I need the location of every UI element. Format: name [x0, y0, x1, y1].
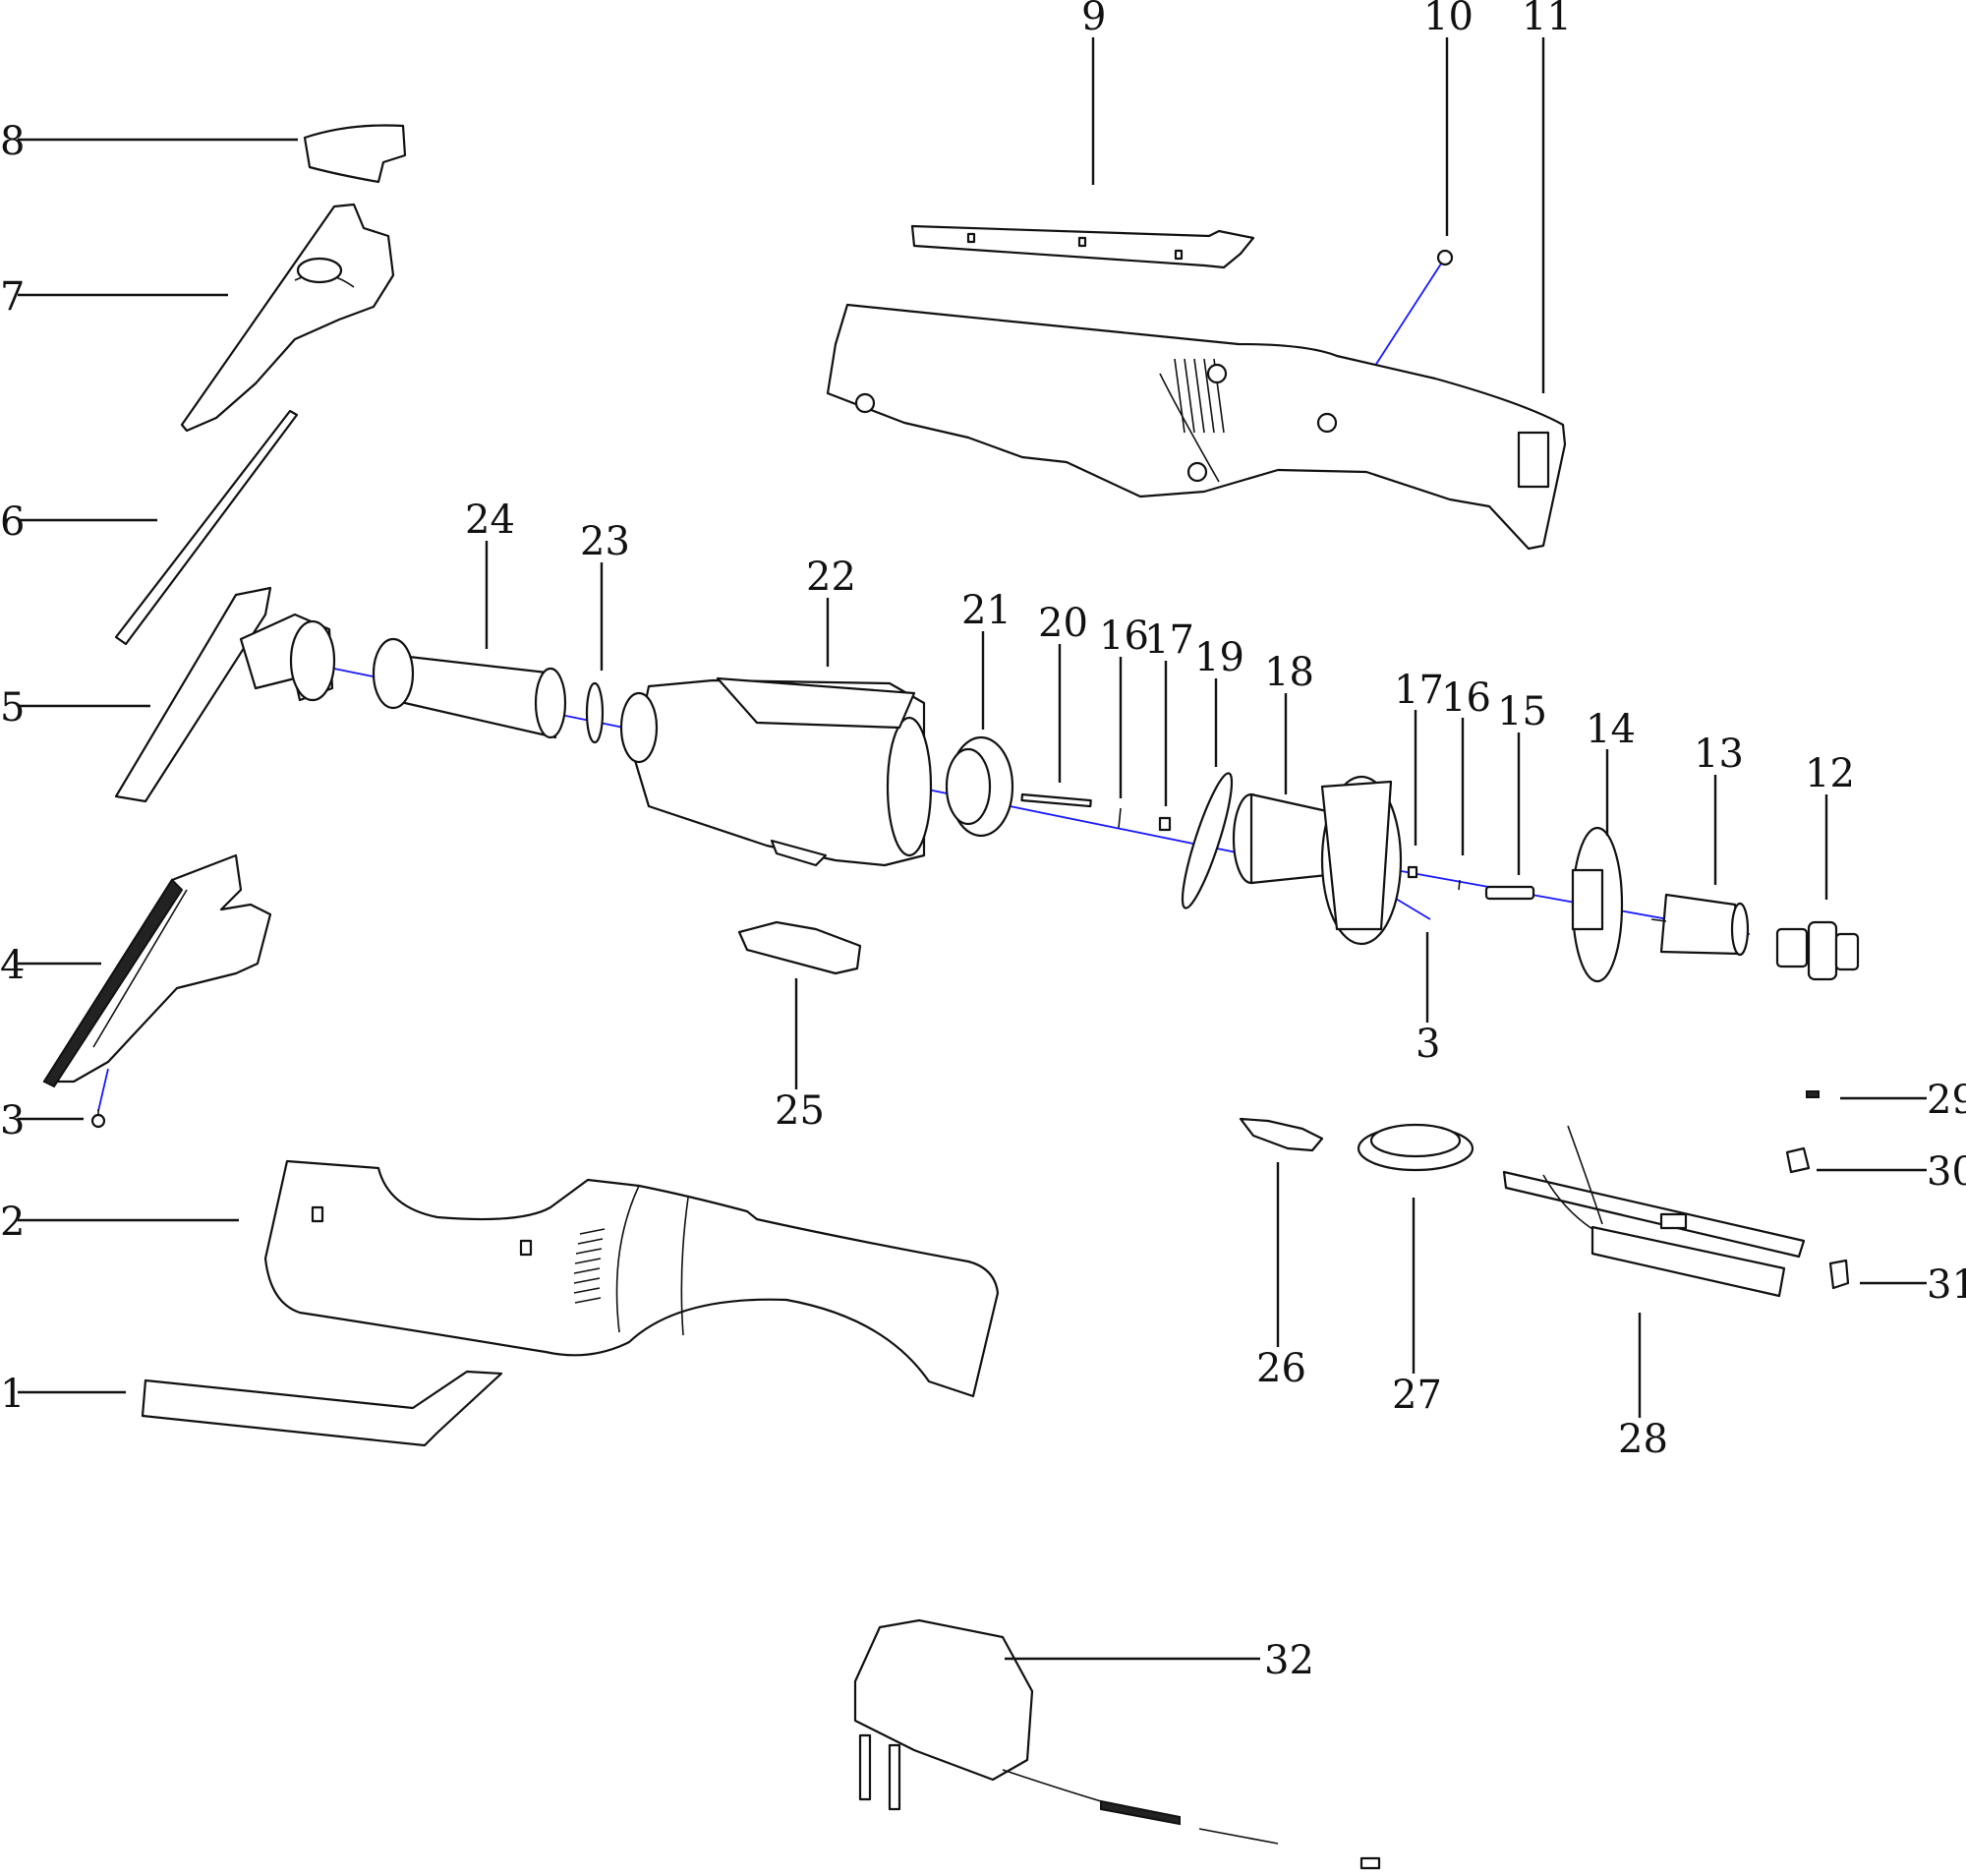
part-7-nozzle-arm — [180, 203, 395, 433]
callout-29: 29 — [1927, 1078, 1966, 1123]
callout-13: 13 — [1694, 732, 1744, 777]
callout-11: 11 — [1522, 0, 1572, 39]
callout-14: 14 — [1586, 707, 1636, 752]
callout-7: 7 — [0, 274, 25, 320]
callout-1: 1 — [0, 1372, 25, 1417]
callout-23: 23 — [580, 519, 630, 564]
callout-6: 6 — [0, 499, 25, 545]
callout-2: 2 — [0, 1200, 25, 1245]
callout-32: 32 — [1264, 1638, 1314, 1683]
callout-19: 19 — [1194, 635, 1244, 680]
part-9-rail — [910, 224, 1255, 269]
callout-17-right: 17 — [1394, 668, 1444, 713]
part-29-clip — [1806, 1090, 1820, 1098]
callout-20: 20 — [1038, 601, 1088, 646]
part-26-switch — [1239, 1117, 1324, 1152]
part-17-spacer-right — [1407, 865, 1418, 879]
part-16-pin-right — [1458, 879, 1461, 891]
part-18-pump-body — [1232, 775, 1403, 946]
part-15-coupling — [1484, 885, 1535, 901]
callout-31: 31 — [1927, 1262, 1966, 1308]
part-5-blade-holder — [114, 586, 336, 803]
callout-3: 3 — [0, 1098, 25, 1143]
part-12-end-bracket — [1775, 920, 1860, 981]
callout-27: 27 — [1392, 1373, 1442, 1418]
callout-10: 10 — [1423, 0, 1474, 39]
callout-labels: 1 2 3 4 5 6 7 8 9 10 11 12 13 14 15 16 1… — [0, 0, 1966, 1683]
part-10-screw — [1436, 249, 1454, 266]
part-31-connector — [1828, 1259, 1850, 1290]
callout-26: 26 — [1256, 1346, 1306, 1391]
callout-9: 9 — [1081, 0, 1106, 39]
callout-8: 8 — [0, 119, 25, 164]
part-27-cover-ring — [1357, 1123, 1474, 1172]
part-21-filter-cap — [945, 735, 1014, 838]
callout-3-right: 3 — [1416, 1022, 1440, 1067]
part-17-spacer-left — [1158, 816, 1172, 832]
part-4-squeegee-blade — [42, 853, 272, 1088]
callout-22: 22 — [806, 555, 856, 600]
callout-4: 4 — [0, 943, 25, 988]
part-2-lower-housing — [263, 1159, 1000, 1398]
callout-5: 5 — [0, 685, 25, 731]
part-3-screw-left — [90, 1109, 106, 1129]
part-22-tank — [619, 676, 933, 867]
vent-slots — [573, 1228, 606, 1304]
part-13-motor — [1650, 893, 1750, 957]
callout-25: 25 — [775, 1088, 825, 1134]
part-32-charger — [853, 1618, 1381, 1870]
callout-28: 28 — [1618, 1417, 1668, 1462]
callout-12: 12 — [1805, 751, 1855, 796]
part-30-clip — [1785, 1146, 1811, 1174]
part-24-filter-cylinder — [372, 637, 567, 739]
part-23-seal-ring — [585, 681, 605, 744]
part-1-trim-strip — [141, 1370, 503, 1447]
callout-30: 30 — [1927, 1149, 1966, 1195]
callout-24: 24 — [465, 498, 515, 543]
part-19-o-ring — [1181, 772, 1234, 909]
part-6-rod — [114, 409, 299, 646]
part-11-upper-housing — [826, 303, 1567, 551]
callout-16-left: 16 — [1099, 614, 1149, 659]
callout-18: 18 — [1264, 650, 1314, 695]
part-8-cap — [303, 124, 407, 184]
leader-lines — [18, 37, 1927, 1661]
part-16-pin-left — [1118, 807, 1122, 829]
part-28-circuit-board — [1502, 1125, 1806, 1298]
part-14-fan-disk — [1571, 826, 1624, 983]
callout-17-left: 17 — [1144, 617, 1194, 663]
callout-15: 15 — [1497, 689, 1547, 734]
part-25-latch — [737, 920, 862, 975]
callout-16-right: 16 — [1441, 675, 1491, 721]
callout-21: 21 — [961, 588, 1012, 633]
part-20-pin — [1020, 792, 1092, 808]
